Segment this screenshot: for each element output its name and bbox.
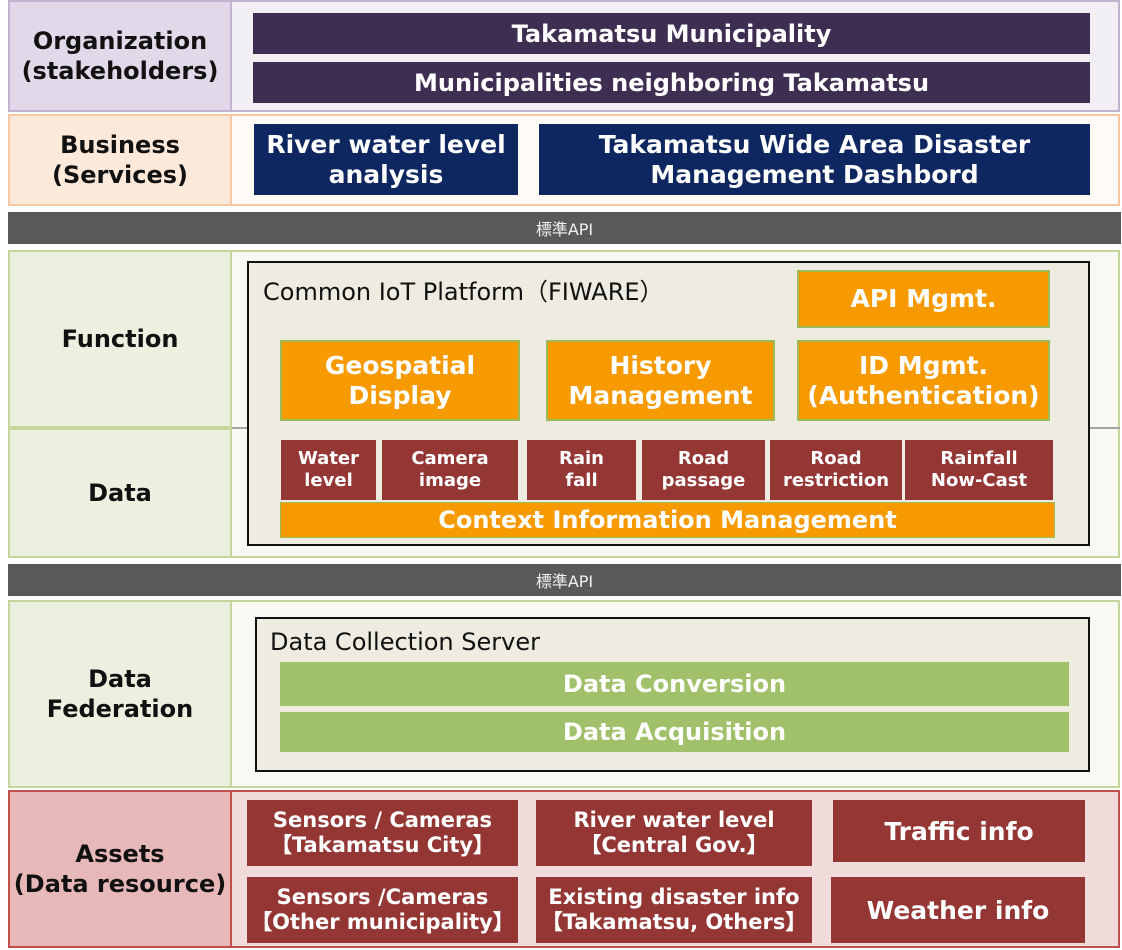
- id-mgmt-box: ID Mgmt. (Authentication): [797, 340, 1050, 421]
- service-river-water-level-analysis: River water level analysis: [254, 124, 518, 195]
- platform-title: Common IoT Platform（FIWARE）: [263, 278, 664, 306]
- api-mgmt-box: API Mgmt.: [797, 270, 1050, 328]
- history-management-box: History Management: [546, 340, 775, 421]
- asset-existing-disaster-info: Existing disaster info 【Takamatsu, Other…: [536, 877, 812, 943]
- asset-river-water-level: River water level 【Central Gov.】: [536, 800, 812, 866]
- data-federation-label: Data Federation: [8, 600, 232, 788]
- org-neighboring-municipalities: Municipalities neighboring Takamatsu: [253, 62, 1090, 103]
- data-conversion-box: Data Conversion: [280, 662, 1069, 706]
- standard-api-bar-top: 標準API: [8, 212, 1121, 244]
- business-label: Business (Services): [8, 114, 232, 206]
- data-type-camera-image: Camera image: [382, 440, 518, 500]
- service-disaster-dashboard: Takamatsu Wide Area Disaster Management …: [539, 124, 1090, 195]
- assets-label: Assets (Data resource): [8, 790, 232, 948]
- organization-label: Organization (stakeholders): [8, 0, 232, 112]
- geospatial-display-box: Geospatial Display: [280, 340, 520, 421]
- data-label: Data: [8, 428, 232, 558]
- asset-sensors-other-municipality: Sensors /Cameras 【Other municipality】: [247, 877, 518, 943]
- data-type-road-passage: Road passage: [642, 440, 765, 500]
- standard-api-bar-bottom: 標準API: [8, 564, 1121, 596]
- data-type-road-restriction: Road restriction: [770, 440, 902, 500]
- function-label: Function: [8, 250, 232, 428]
- context-information-management: Context Information Management: [280, 502, 1055, 538]
- data-acquisition-box: Data Acquisition: [280, 712, 1069, 752]
- data-type-rain-fall: Rain fall: [527, 440, 636, 500]
- collection-server-title: Data Collection Server: [270, 628, 540, 656]
- org-takamatsu-municipality: Takamatsu Municipality: [253, 13, 1090, 54]
- asset-weather-info: Weather info: [831, 877, 1085, 943]
- asset-traffic-info: Traffic info: [833, 800, 1085, 862]
- asset-sensors-takamatsu: Sensors / Cameras 【Takamatsu City】: [247, 800, 518, 866]
- data-type-rainfall-nowcast: Rainfall Now-Cast: [905, 440, 1053, 500]
- data-type-water-level: Water level: [281, 440, 376, 500]
